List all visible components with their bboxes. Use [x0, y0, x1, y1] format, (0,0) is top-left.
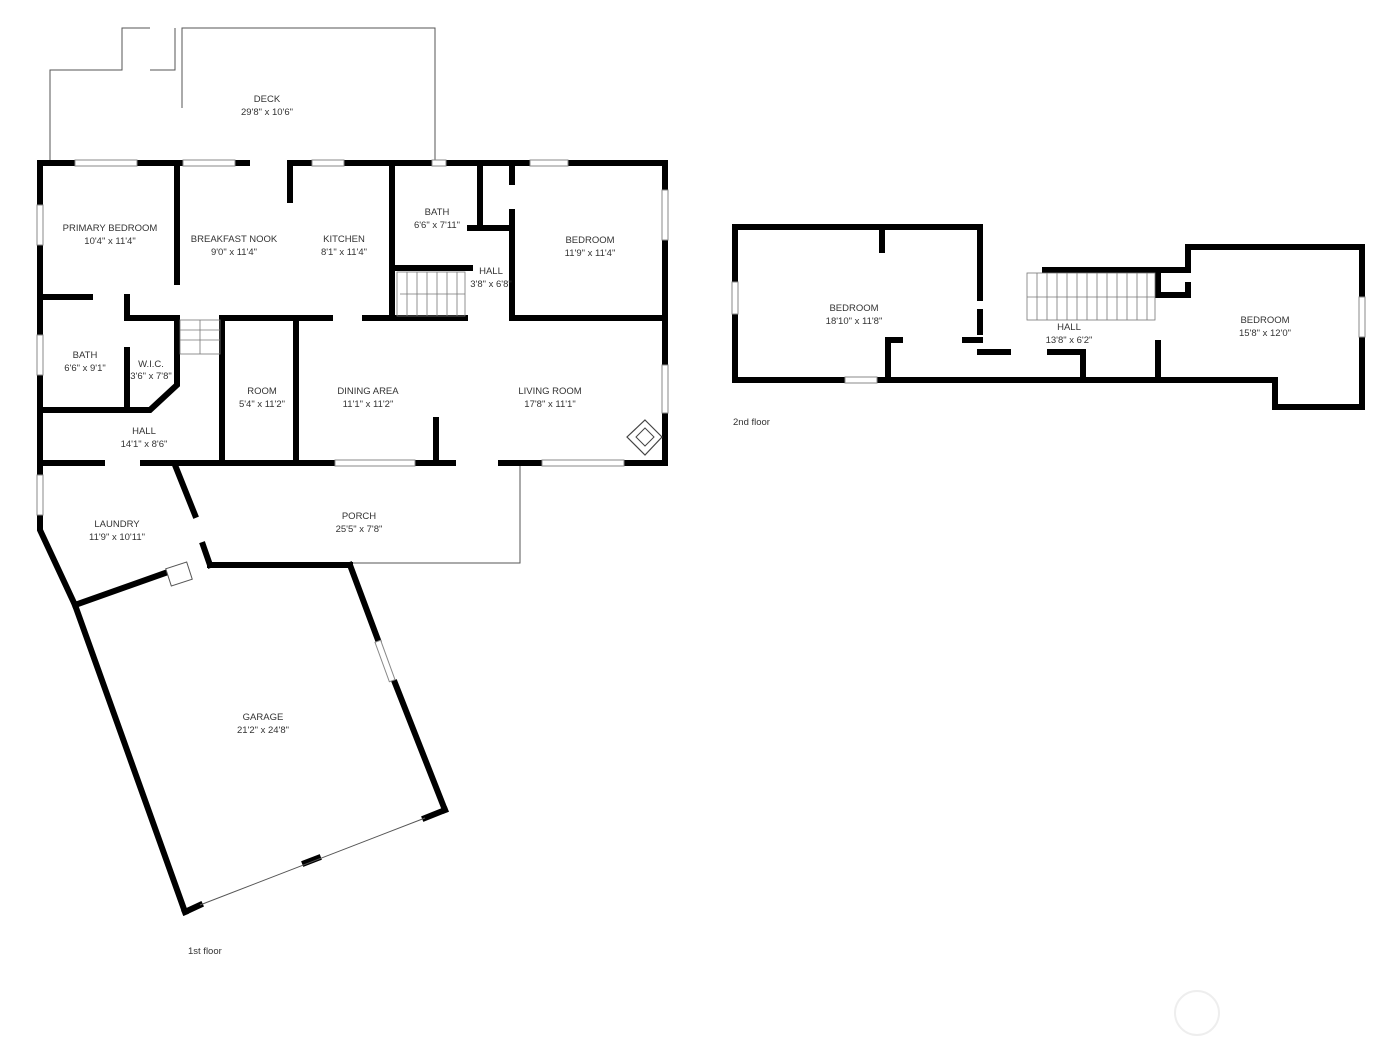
room-size: 10'4" x 11'4"	[84, 236, 135, 247]
room-size: 11'9" x 11'4"	[565, 248, 616, 259]
room-size: 3'8" x 6'8"	[470, 279, 512, 290]
room-name: HALL	[132, 426, 156, 437]
first-floor: DECK 29'8" x 10'6" PRIMARY BEDROOM 10'4"…	[36, 27, 669, 957]
room-name: KITCHEN	[323, 234, 365, 245]
room-size: 18'10" x 11'8"	[826, 316, 883, 327]
step	[165, 561, 193, 587]
room-name: ROOM	[247, 386, 277, 397]
room-name: BATH	[425, 207, 450, 218]
room-name: LIVING ROOM	[518, 386, 581, 397]
room-name: HALL	[1057, 322, 1081, 333]
door-opening[interactable]	[250, 159, 288, 167]
room-name: BEDROOM	[1240, 315, 1289, 326]
room-size: 11'1" x 11'2"	[343, 399, 394, 410]
window	[36, 474, 44, 516]
fireplace-icon	[626, 419, 663, 456]
window	[431, 159, 447, 167]
window	[731, 281, 739, 315]
window	[36, 204, 44, 246]
stairs-icon	[179, 319, 221, 355]
deck-outline	[150, 28, 176, 71]
room-name: PORCH	[342, 511, 376, 522]
room-size: 29'8" x 10'6"	[241, 107, 293, 118]
room-name: BATH	[73, 350, 98, 361]
circle-watermark	[1174, 990, 1220, 1036]
room-name: LAUNDRY	[94, 519, 140, 530]
room-name: BREAKFAST NOOK	[191, 234, 278, 245]
room-labels-2nd: BEDROOM 18'10" x 11'8" HALL 13'8" x 6'2"…	[826, 303, 1291, 346]
floor-label: 2nd floor	[733, 417, 770, 428]
window	[374, 639, 396, 683]
room-name: HALL	[479, 266, 503, 277]
deck-outline	[181, 27, 436, 163]
room-name: GARAGE	[243, 712, 284, 723]
window	[311, 159, 345, 167]
svg-text:DECK: DECK	[254, 94, 281, 105]
room-size: 11'9" x 10'11"	[89, 532, 145, 543]
room-name: BEDROOM	[829, 303, 878, 314]
deck-outline	[49, 27, 150, 163]
room-size: 9'0" x 11'4"	[211, 247, 257, 258]
window	[661, 364, 669, 414]
room-name: DECK	[254, 94, 281, 105]
window	[661, 189, 669, 241]
window	[182, 159, 236, 167]
window	[844, 376, 878, 384]
room-size: 17'8" x 11'1"	[524, 399, 575, 410]
room-size: 5'4" x 11'2"	[239, 399, 285, 410]
window	[334, 459, 416, 467]
room-size: 21'2" x 24'8"	[237, 725, 289, 736]
room-size: 6'6" x 7'11"	[414, 220, 460, 231]
room-labels-1st: DECK 29'8" x 10'6" PRIMARY BEDROOM 10'4"…	[63, 94, 616, 736]
door-opening[interactable]	[456, 459, 498, 467]
room-size: 15'8" x 12'0"	[1239, 328, 1291, 339]
second-floor: BEDROOM 18'10" x 11'8" HALL 13'8" x 6'2"…	[731, 224, 1366, 428]
window	[36, 334, 44, 376]
floor-label: 1st floor	[188, 946, 222, 957]
room-name: BEDROOM	[565, 235, 614, 246]
room-size: 3'6" x 7'8"	[130, 371, 172, 382]
room-size: 13'8" x 6'2"	[1046, 335, 1093, 346]
door-opening[interactable]	[105, 459, 140, 467]
room-name: DINING AREA	[337, 386, 399, 397]
stairs-icon	[396, 271, 466, 317]
garage-laundry-walls	[36, 460, 449, 916]
room-size: 25'5" x 7'8"	[336, 524, 383, 535]
window	[541, 459, 625, 467]
room-size: 8'1" x 11'4"	[321, 247, 367, 258]
room-size: 14'1" x 8'6"	[121, 439, 168, 450]
window	[529, 159, 569, 167]
room-name: W.I.C.	[138, 359, 164, 370]
room-name: PRIMARY BEDROOM	[63, 223, 158, 234]
stairs-icon	[1026, 272, 1156, 321]
svg-text:29'8" x 10'6": 29'8" x 10'6"	[241, 107, 293, 118]
interior-walls	[37, 160, 668, 466]
exterior-wall	[732, 224, 1365, 410]
exterior-wall	[37, 160, 668, 466]
window	[74, 159, 138, 167]
window	[1358, 296, 1366, 338]
room-size: 6'6" x 9'1"	[64, 363, 106, 374]
